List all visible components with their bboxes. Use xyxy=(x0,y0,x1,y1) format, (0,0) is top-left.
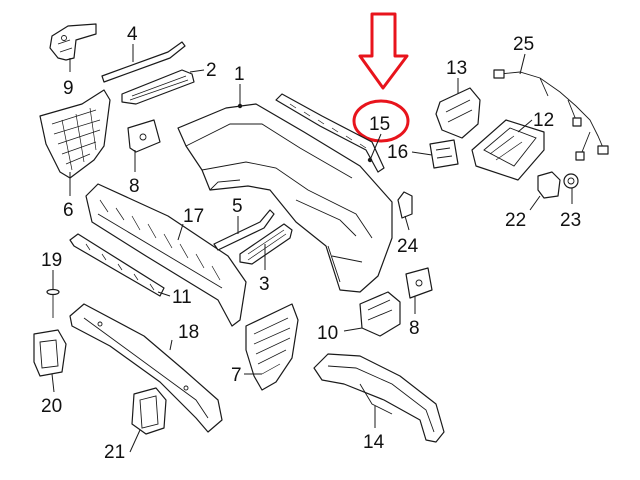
leader-22 xyxy=(529,195,541,211)
part-8-plate-right xyxy=(405,267,433,299)
callout-5: 5 xyxy=(232,196,243,217)
leader-25 xyxy=(519,53,526,75)
callout-19: 19 xyxy=(41,250,62,271)
callout-8a: 8 xyxy=(129,176,140,197)
part-8-plate-left xyxy=(127,119,161,153)
part-24-clip xyxy=(397,191,413,219)
callout-17: 17 xyxy=(183,206,204,227)
part-14-valance xyxy=(313,353,445,443)
callout-18: 18 xyxy=(178,322,199,343)
callout-24: 24 xyxy=(397,236,419,257)
leader-20 xyxy=(51,373,55,393)
part-7-side-bracket xyxy=(245,303,299,391)
part-20-bracket xyxy=(33,329,67,377)
part-22-module xyxy=(537,171,561,199)
leader-17 xyxy=(177,223,184,241)
leader-16 xyxy=(411,151,433,156)
callout-8b: 8 xyxy=(409,318,420,339)
part-4-strip xyxy=(101,41,186,83)
highlight-arrow xyxy=(358,12,409,90)
part-19-bolt xyxy=(46,288,60,318)
part-12-housing xyxy=(471,119,545,181)
part-2-bracket xyxy=(121,69,195,105)
part-25-harness xyxy=(493,69,609,161)
part-23-grommet xyxy=(563,173,579,189)
callout-1: 1 xyxy=(234,64,245,85)
callout-22: 22 xyxy=(505,210,526,231)
callout-3: 3 xyxy=(259,274,270,295)
part-6-side-bracket xyxy=(39,89,111,179)
part-5-strip xyxy=(213,209,275,251)
part-18-impact-bar xyxy=(69,303,223,433)
callout-25: 25 xyxy=(513,34,534,55)
callout-16: 16 xyxy=(387,142,408,163)
part-1-bumper-cover xyxy=(177,103,393,293)
leader-12 xyxy=(517,119,533,133)
callout-7: 7 xyxy=(231,365,242,386)
callout-6: 6 xyxy=(63,200,74,221)
part-9-bracket xyxy=(49,23,97,61)
leader-15 xyxy=(369,133,382,161)
callout-11: 11 xyxy=(172,287,192,308)
callout-9: 9 xyxy=(63,78,74,99)
callout-13: 13 xyxy=(446,58,467,79)
part-13-shield xyxy=(435,87,481,139)
part-15-support-strip xyxy=(275,93,385,173)
highlight-ring xyxy=(352,99,410,143)
callout-10: 10 xyxy=(317,323,338,344)
part-11-reinforcement xyxy=(69,233,165,297)
leader-2 xyxy=(189,69,205,73)
part-16-bracket xyxy=(429,139,459,169)
part-3-bracket xyxy=(239,223,293,265)
leader-18 xyxy=(169,339,173,351)
callout-labels: 1 2 3 4 5 6 7 8 8 9 10 11 12 13 14 15 16… xyxy=(41,24,581,463)
callout-20: 20 xyxy=(41,396,62,417)
callout-23: 23 xyxy=(560,210,581,231)
callout-21: 21 xyxy=(104,442,125,463)
leader-24 xyxy=(404,215,410,231)
leader-11 xyxy=(157,291,171,297)
leader-lines xyxy=(51,44,573,453)
part-17-reinforcement xyxy=(85,183,247,327)
callout-2: 2 xyxy=(206,60,217,81)
callout-15: 15 xyxy=(369,114,390,135)
part-10-sensor xyxy=(359,291,401,337)
leader-10 xyxy=(343,327,363,332)
leader-21 xyxy=(129,429,141,453)
callout-12: 12 xyxy=(533,110,554,131)
part-21-bracket xyxy=(131,387,167,435)
callout-14: 14 xyxy=(363,432,385,453)
callout-4: 4 xyxy=(127,24,138,45)
